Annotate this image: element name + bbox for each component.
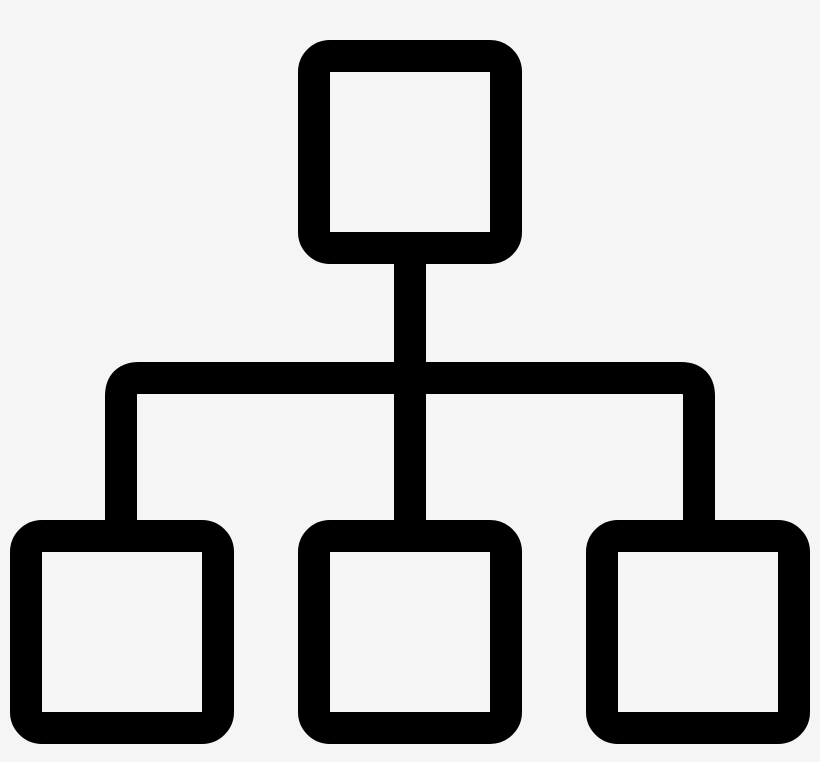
child-node-middle-box — [298, 520, 522, 744]
connector-left-branch — [105, 362, 410, 536]
connector-right-branch — [410, 362, 715, 536]
root-node-box — [298, 40, 522, 264]
child-node-left-box — [10, 520, 234, 744]
child-node-right-box — [586, 520, 810, 744]
